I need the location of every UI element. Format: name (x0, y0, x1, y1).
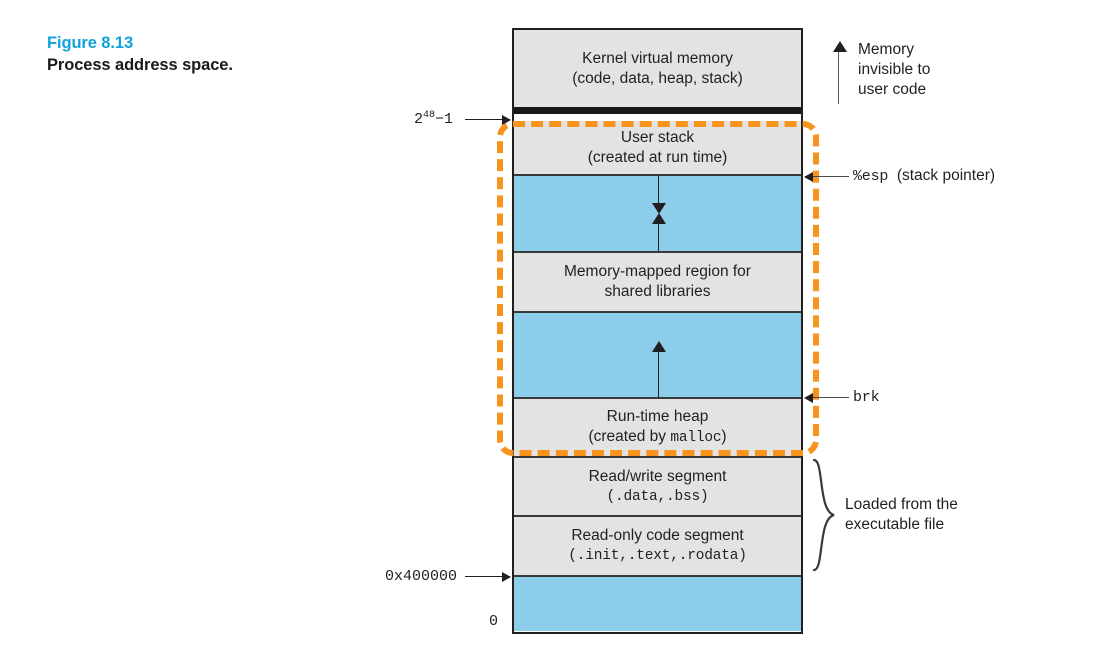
region-run-time-heap: Run-time heap (created by malloc) (514, 399, 801, 458)
region-kernel-line1: Kernel virtual memory (582, 49, 733, 67)
figure-title: Process address space. (47, 56, 233, 74)
memory-invisible-arrow-icon (832, 41, 847, 104)
region-heap-gap (514, 313, 801, 399)
region-kernel-line2: (code, data, heap, stack) (572, 69, 743, 87)
address-top-tail: −1 (435, 111, 454, 128)
figure-caption: Figure 8.13 Process address space. (47, 33, 347, 76)
brk-leader-icon (804, 392, 849, 403)
region-user-stack-line2: (created at run time) (587, 148, 728, 166)
address-label-top: 248−1 (414, 110, 453, 128)
heap-line2-prefix: (created by (588, 428, 671, 445)
region-stack-gap (514, 176, 801, 253)
callout-esp-register: %esp (853, 168, 889, 185)
region-user-stack-line1: User stack (620, 128, 695, 146)
region-read-only-code-segment: Read-only code segment (.init,.text,.rod… (514, 517, 801, 577)
address-load-arrow-icon (465, 571, 511, 582)
region-rw-line1: Read/write segment (588, 467, 727, 485)
callout-memory-invisible-line1: Memory (858, 41, 914, 58)
heap-line2-suffix: ) (721, 428, 727, 445)
stack-pointer-leader-icon (804, 171, 849, 182)
region-heap-line2: (created by malloc) (588, 427, 726, 448)
region-reserved-low-memory (514, 577, 801, 631)
address-top-exponent: 48 (423, 110, 436, 121)
figure-number: Figure 8.13 (47, 34, 134, 52)
region-ro-line2: (.init,.text,.rodata) (568, 548, 747, 564)
callout-memory-invisible-line2: invisible to (858, 61, 931, 78)
callout-memory-invisible: Memory invisible to user code (858, 40, 930, 100)
callout-loaded-line1: Loaded from the (845, 496, 958, 513)
region-mmap-line1: Memory-mapped region for (564, 263, 751, 280)
callout-loaded-line2: executable file (845, 516, 945, 533)
heap-grow-up-arrow-icon (652, 341, 667, 397)
region-mmap-line2: shared libraries (604, 283, 711, 300)
callout-stack-pointer-text: (stack pointer) (896, 167, 996, 184)
address-top-base: 2 (414, 111, 424, 128)
address-label-zero: 0 (489, 613, 499, 630)
address-label-load: 0x400000 (385, 568, 458, 585)
callout-brk: brk (853, 387, 880, 408)
stack-grow-down-arrow-icon (652, 176, 667, 214)
callout-loaded-from-executable: Loaded from the executable file (845, 495, 958, 535)
process-address-space-diagram: Kernel virtual memory (code, data, heap,… (512, 28, 803, 634)
region-rw-line2: (.data,.bss) (606, 488, 709, 505)
region-memory-mapped: Memory-mapped region for shared librarie… (514, 253, 801, 313)
region-heap-line1: Run-time heap (606, 408, 709, 425)
region-kernel-virtual-memory: Kernel virtual memory (code, data, heap,… (514, 30, 801, 114)
mmap-grow-up-arrow-icon (652, 213, 667, 251)
callout-brk-symbol: brk (853, 389, 880, 406)
loaded-from-brace-icon (812, 458, 835, 572)
callout-memory-invisible-line3: user code (858, 81, 927, 98)
heap-line2-malloc: malloc (670, 430, 722, 446)
region-user-stack: User stack (created at run time) (514, 121, 801, 176)
region-read-write-segment: Read/write segment (.data,.bss) (514, 458, 801, 517)
region-ro-line1: Read-only code segment (571, 527, 744, 544)
address-top-arrow-icon (465, 114, 511, 125)
callout-stack-pointer: %esp (stack pointer) (853, 166, 995, 187)
